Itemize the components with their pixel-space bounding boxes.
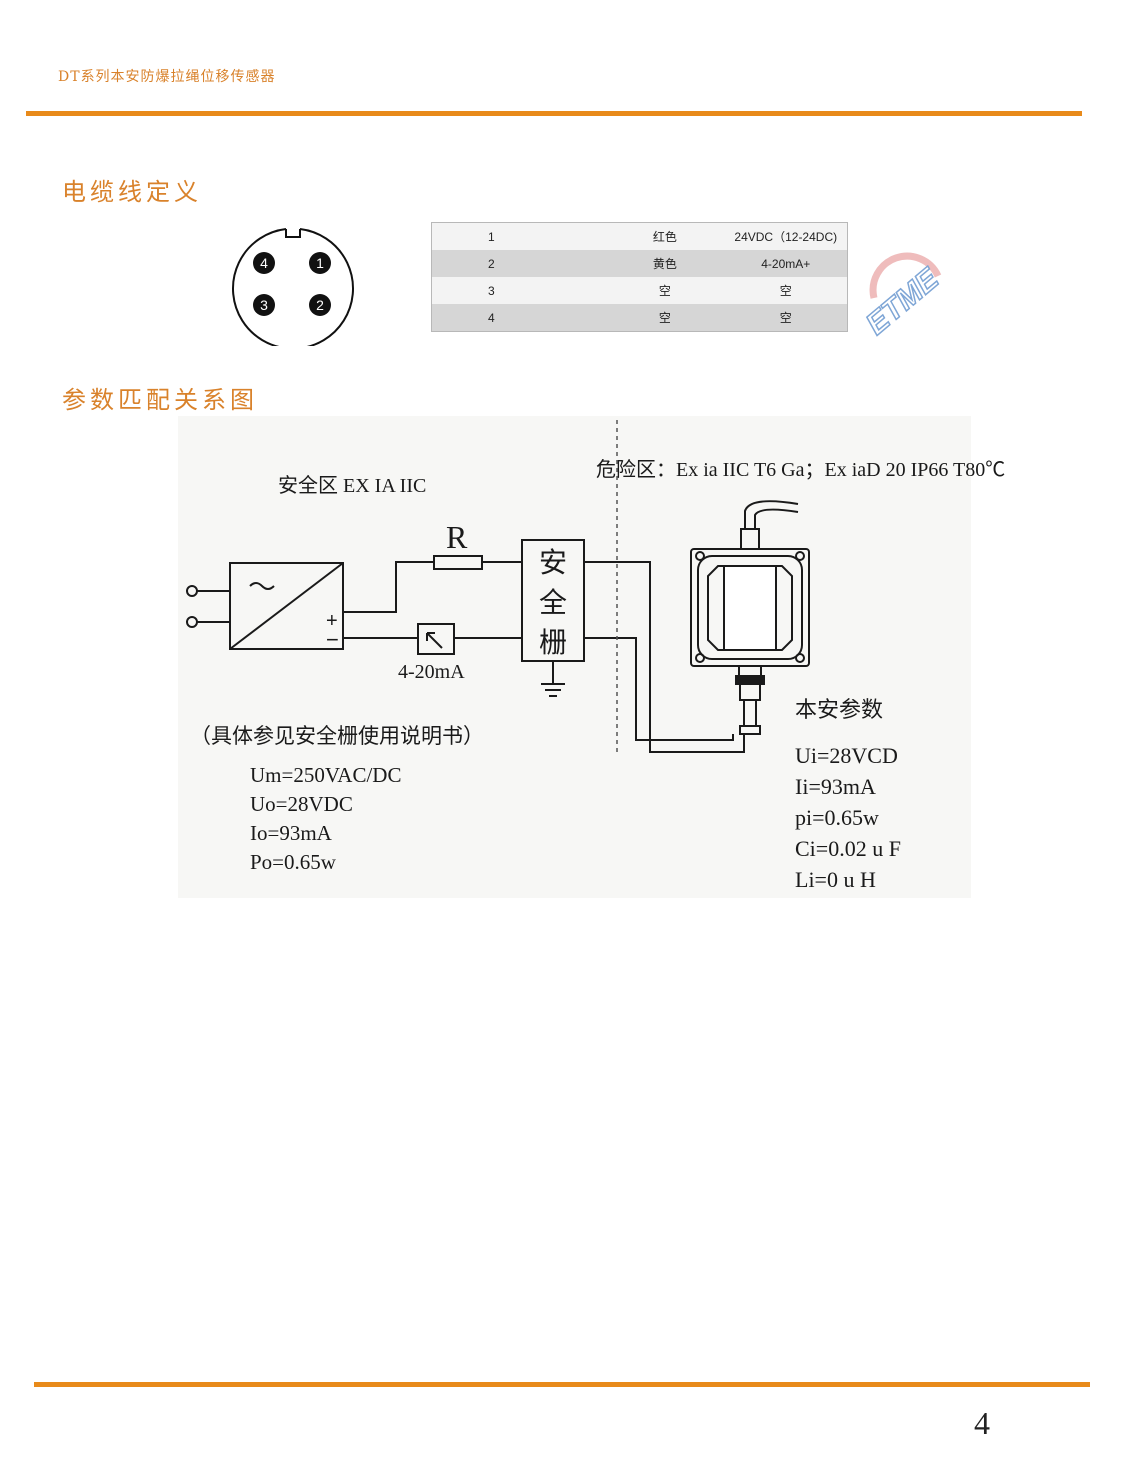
- input-terminal-icon: [186, 616, 198, 628]
- etme-logo: ETME: [859, 252, 946, 342]
- barrier-label: 全: [539, 586, 567, 619]
- safe-param: Po=0.65w: [250, 850, 336, 874]
- section-title-params: 参数匹配关系图: [62, 386, 258, 414]
- is-params-title: 本安参数: [795, 697, 884, 722]
- pin-1: 1: [309, 252, 331, 274]
- signal-cell: 4-20mA+: [724, 250, 848, 277]
- power-supply-box: [229, 562, 344, 650]
- barrier-note: （具体参见安全栅使用说明书）: [190, 724, 484, 748]
- safe-zone-label: 安全区 EX IA IIC: [278, 475, 427, 497]
- safe-param: Uo=28VDC: [250, 792, 353, 816]
- wire-color-cell: 空: [605, 304, 725, 332]
- barrier-label: 栅: [539, 626, 567, 659]
- safe-params-list: Um=250VAC/DC Uo=28VDC Io=93mA Po=0.65w: [250, 761, 401, 877]
- signal-cell: 空: [724, 304, 848, 332]
- ammeter-icon: [417, 623, 455, 655]
- svg-text:1: 1: [316, 255, 324, 271]
- svg-text:2: 2: [316, 297, 324, 313]
- wire-color-cell: 红色: [605, 222, 725, 250]
- signal-cell: 24VDC（12-24DC): [724, 222, 848, 250]
- table-row: 2 黄色 4-20mA+: [431, 250, 848, 277]
- is-param: Ci=0.02 u F: [795, 836, 901, 861]
- pin-2: 2: [309, 294, 331, 316]
- pin-number-cell: 4: [431, 304, 606, 332]
- document-header-title: DT系列本安防爆拉绳位移传感器: [58, 69, 276, 85]
- section-title-cable: 电缆线定义: [62, 178, 202, 206]
- table-row: 3 空 空: [431, 277, 848, 304]
- safe-param: Io=93mA: [250, 821, 332, 845]
- current-label: 4-20mA: [398, 661, 465, 683]
- wire-color-cell: 黄色: [605, 250, 725, 277]
- hazard-zone-label: 危险区：Ex ia IIC T6 Ga；Ex iaD 20 IP66 T80℃: [596, 459, 1006, 481]
- page-number: 4: [974, 1405, 990, 1441]
- is-param: Li=0 u H: [795, 867, 876, 892]
- resistor-icon: [433, 555, 483, 570]
- is-params-list: Ui=28VCD Ii=93mA pi=0.65w Ci=0.02 u F Li…: [795, 740, 901, 895]
- is-param: pi=0.65w: [795, 805, 879, 830]
- safe-param: Um=250VAC/DC: [250, 763, 402, 787]
- input-terminal-icon: [186, 585, 198, 597]
- wiring-diagram: + − 安 全 栅: [186, 420, 810, 756]
- pin-number-cell: 2: [431, 250, 606, 277]
- pin-number-cell: 1: [431, 222, 606, 250]
- wire-color-cell: 空: [605, 277, 725, 304]
- table-row: 4 空 空: [431, 304, 848, 332]
- wiring-diagram-panel: [178, 416, 971, 898]
- minus-sign: −: [326, 627, 339, 652]
- pin-definition-table: 1 红色 24VDC（12-24DC) 2 黄色 4-20mA+ 3 空 空 4…: [431, 222, 848, 332]
- pin-3: 3: [253, 294, 275, 316]
- header-rule: [26, 111, 1082, 116]
- table-row: 1 红色 24VDC（12-24DC): [431, 222, 848, 250]
- is-param: Ii=93mA: [795, 774, 876, 799]
- signal-cell: 空: [724, 277, 848, 304]
- resistor-label: R: [446, 519, 468, 555]
- plus-sign: +: [326, 610, 338, 632]
- footer-rule: [34, 1382, 1090, 1387]
- barrier-label: 安: [539, 546, 567, 579]
- connector-pinout-diagram: 4 1 3 2: [232, 228, 354, 346]
- svg-text:4: 4: [260, 255, 268, 271]
- pin-4: 4: [253, 252, 275, 274]
- svg-text:3: 3: [260, 297, 268, 313]
- svg-text:ETME: ETME: [860, 262, 946, 341]
- is-param: Ui=28VCD: [795, 743, 898, 768]
- pin-number-cell: 3: [431, 277, 606, 304]
